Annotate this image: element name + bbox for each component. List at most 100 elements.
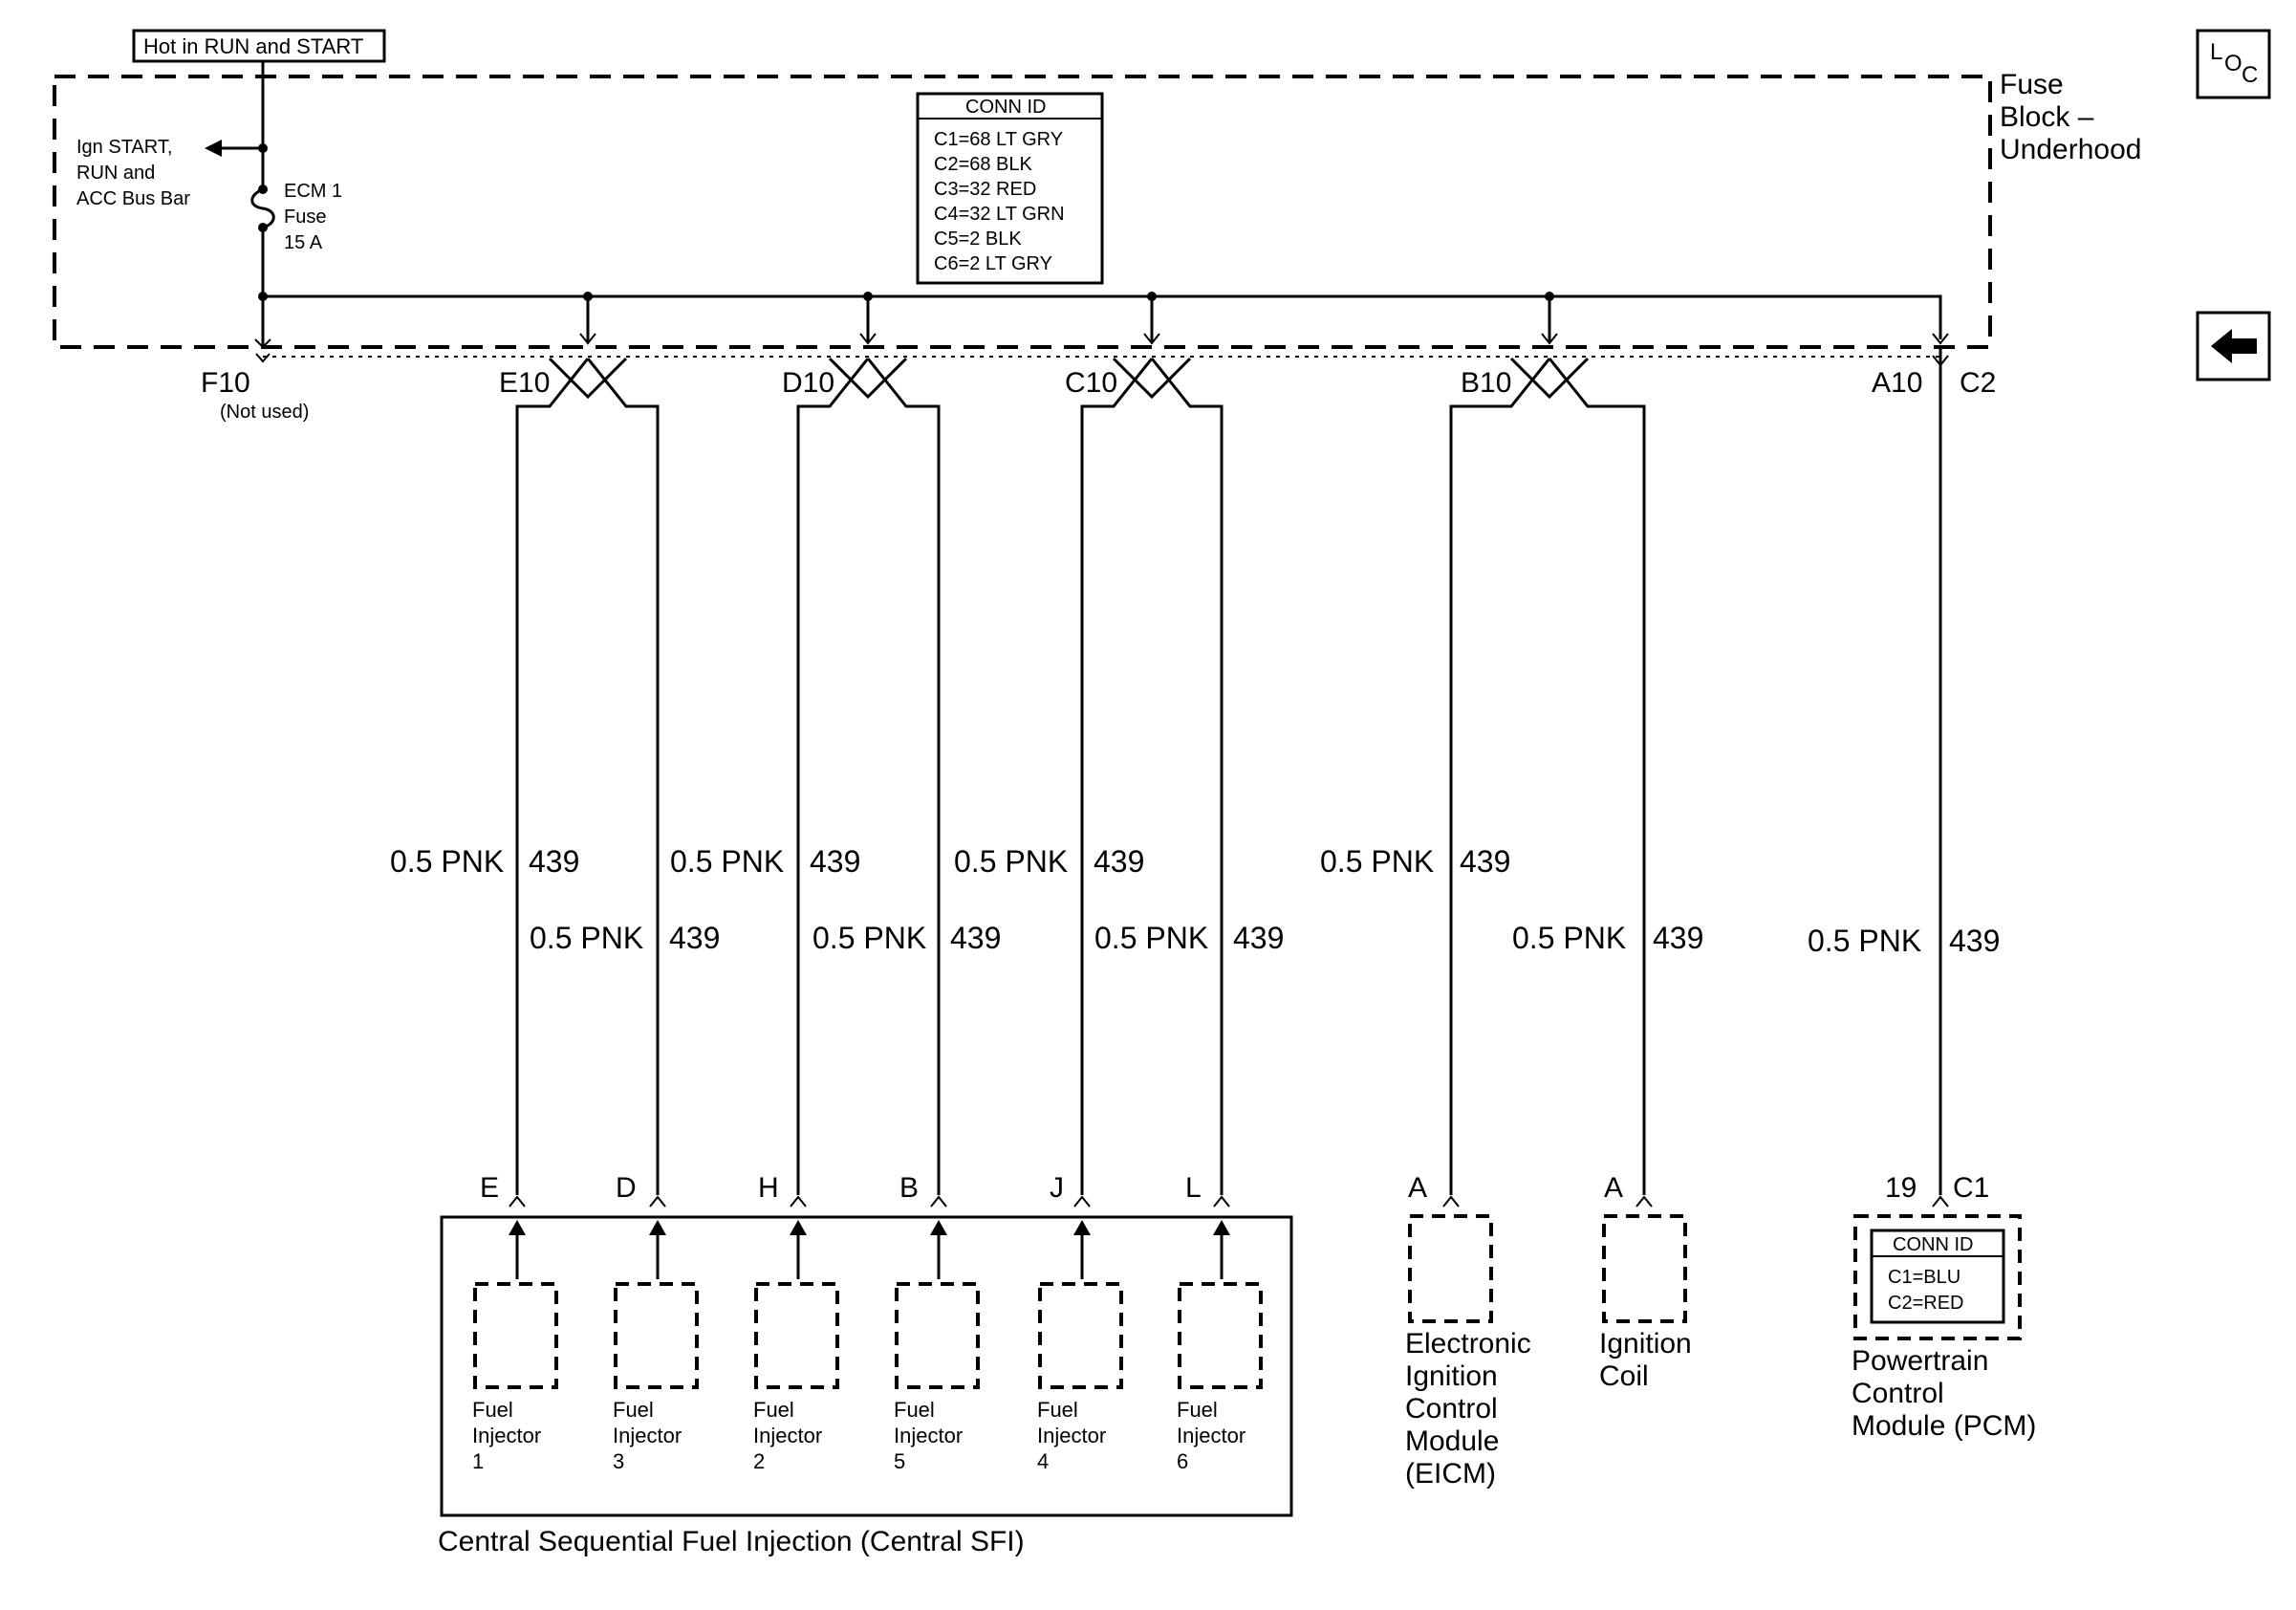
drop-arrows xyxy=(254,333,1949,349)
pcm-conn-id-title: CONN ID xyxy=(1893,1234,1973,1255)
wire-gauge: 0.5 PNK xyxy=(812,921,926,955)
d10-split xyxy=(796,357,941,1195)
conn-id-line: C4=32 LT GRN xyxy=(934,204,1065,225)
injector-arrowheads xyxy=(509,1220,1230,1235)
svg-text:Fuel: Fuel xyxy=(613,1398,654,1422)
svg-text:6: 6 xyxy=(1177,1449,1188,1473)
a10-terminal xyxy=(1932,355,1949,367)
eicm-label-1: Electronic xyxy=(1405,1328,1531,1360)
sfi-pin: H xyxy=(758,1172,779,1204)
eicm-terminal xyxy=(1442,1195,1460,1208)
svg-text:Injector: Injector xyxy=(894,1424,963,1447)
busbar-arrow xyxy=(205,140,222,157)
fuel-injector-2-box xyxy=(754,1282,839,1389)
svg-text:O: O xyxy=(2224,51,2242,76)
busbar-label-1: Ign START, xyxy=(76,137,172,158)
svg-text:3: 3 xyxy=(613,1449,624,1473)
wire-gauge: 0.5 PNK xyxy=(954,844,1068,879)
svg-text:Fuel: Fuel xyxy=(894,1398,935,1422)
svg-text:C: C xyxy=(2242,62,2258,88)
sfi-module-outline xyxy=(440,1215,1293,1517)
fuse-label-1: ECM 1 xyxy=(284,181,342,202)
fuel-injector-4-box xyxy=(1038,1282,1123,1389)
coil-box xyxy=(1602,1214,1687,1323)
fuel-injector-1-box xyxy=(473,1282,558,1389)
svg-text:Fuel: Fuel xyxy=(472,1398,513,1422)
svg-text:5: 5 xyxy=(894,1449,905,1473)
internal-bus xyxy=(263,294,1942,339)
pcm-label-2: Control xyxy=(1852,1378,1944,1409)
conn-id-line: C1=68 LT GRY xyxy=(934,129,1063,150)
e10-label: E10 xyxy=(499,367,550,399)
c10-label: C10 xyxy=(1065,367,1117,399)
busbar-label-3: ACC Bus Bar xyxy=(76,188,190,209)
junction-dot xyxy=(258,292,268,301)
pcm-conn: C1 xyxy=(1953,1172,1989,1204)
conn-id-line: C5=2 BLK xyxy=(934,228,1022,250)
sfi-title: Central Sequential Fuel Injection (Centr… xyxy=(438,1526,1025,1557)
fuse-block-label-2: Block – xyxy=(2000,101,2094,133)
coil-label-1: Ignition xyxy=(1599,1328,1692,1360)
injector-leads xyxy=(515,1224,1224,1279)
wire-gauge: 0.5 PNK xyxy=(530,921,643,955)
fuel-injector-5-box xyxy=(895,1282,980,1389)
busbar-label-2: RUN and xyxy=(76,163,155,184)
svg-text:Injector: Injector xyxy=(472,1424,541,1447)
pcm-label-3: Module (PCM) xyxy=(1852,1410,2036,1442)
fuel-injector-3-box xyxy=(614,1282,699,1389)
fuel-injector-2-label: Fuel Injector 2 xyxy=(753,1398,822,1473)
back-arrow-icon[interactable] xyxy=(2196,311,2271,381)
bus-drop xyxy=(586,296,1551,341)
junction-dot xyxy=(258,223,268,232)
svg-text:Injector: Injector xyxy=(753,1424,822,1447)
fuse-block-label-1: Fuse xyxy=(2000,69,2064,100)
wire-gauge: 0.5 PNK xyxy=(1094,921,1208,955)
wire-circuit: 439 xyxy=(669,921,720,955)
sfi-pin: L xyxy=(1185,1172,1202,1204)
fuel-injector-6-box xyxy=(1178,1282,1263,1389)
eicm-label-5: (EICM) xyxy=(1405,1458,1496,1490)
pcm-conn-id-line: C1=BLU xyxy=(1888,1267,1960,1288)
svg-text:Injector: Injector xyxy=(1037,1424,1106,1447)
b10-split xyxy=(1449,357,1646,1195)
wire-gauge: 0.5 PNK xyxy=(670,844,784,879)
pin-terminal xyxy=(509,1195,1230,1208)
fuel-injector-4-label: Fuel Injector 4 xyxy=(1037,1398,1106,1473)
eicm-pin: A xyxy=(1408,1172,1427,1204)
coil-label-2: Coil xyxy=(1599,1360,1649,1392)
coil-terminal xyxy=(1635,1195,1653,1208)
c10-split xyxy=(1080,357,1224,1195)
svg-text:1: 1 xyxy=(472,1449,484,1473)
sfi-pin: B xyxy=(899,1172,919,1204)
conn-id-line: C6=2 LT GRY xyxy=(934,253,1052,274)
sfi-pin: J xyxy=(1050,1172,1064,1204)
fuel-injector-6-label: Fuel Injector 6 xyxy=(1177,1398,1245,1473)
svg-text:Injector: Injector xyxy=(613,1424,682,1447)
fuel-injector-1-label: Fuel Injector 1 xyxy=(472,1398,541,1473)
wire-gauge: 0.5 PNK xyxy=(390,844,504,879)
pcm-terminal xyxy=(1932,1195,1949,1208)
pcm-conn-id-box xyxy=(1870,1229,2005,1324)
f10-terminal xyxy=(255,353,271,363)
wire-circuit: 439 xyxy=(810,844,860,879)
b10-label: B10 xyxy=(1461,367,1511,399)
pcm-conn-id-line: C2=RED xyxy=(1888,1293,1963,1314)
hot-label-box xyxy=(132,29,386,63)
pcm-pin: 19 xyxy=(1885,1172,1917,1204)
a10-label: A10 xyxy=(1872,367,1922,399)
svg-text:2: 2 xyxy=(753,1449,765,1473)
fuse-label-2: Fuse xyxy=(284,207,326,228)
conn-id-title: CONN ID xyxy=(965,97,1046,118)
wire-circuit: 439 xyxy=(1653,921,1703,955)
location-icon[interactable]: L O C xyxy=(2196,29,2271,99)
e10-split xyxy=(515,357,660,1195)
wire-gauge: 0.5 PNK xyxy=(1320,844,1434,879)
svg-text:4: 4 xyxy=(1037,1449,1049,1473)
conn-id-line: C3=32 RED xyxy=(934,179,1036,200)
fuse-block-label-3: Underhood xyxy=(2000,134,2141,165)
wire-gauge: 0.5 PNK xyxy=(1512,921,1626,955)
fuel-injector-3-label: Fuel Injector 3 xyxy=(613,1398,682,1473)
wire-circuit: 439 xyxy=(1460,844,1510,879)
svg-text:Fuel: Fuel xyxy=(753,1398,794,1422)
